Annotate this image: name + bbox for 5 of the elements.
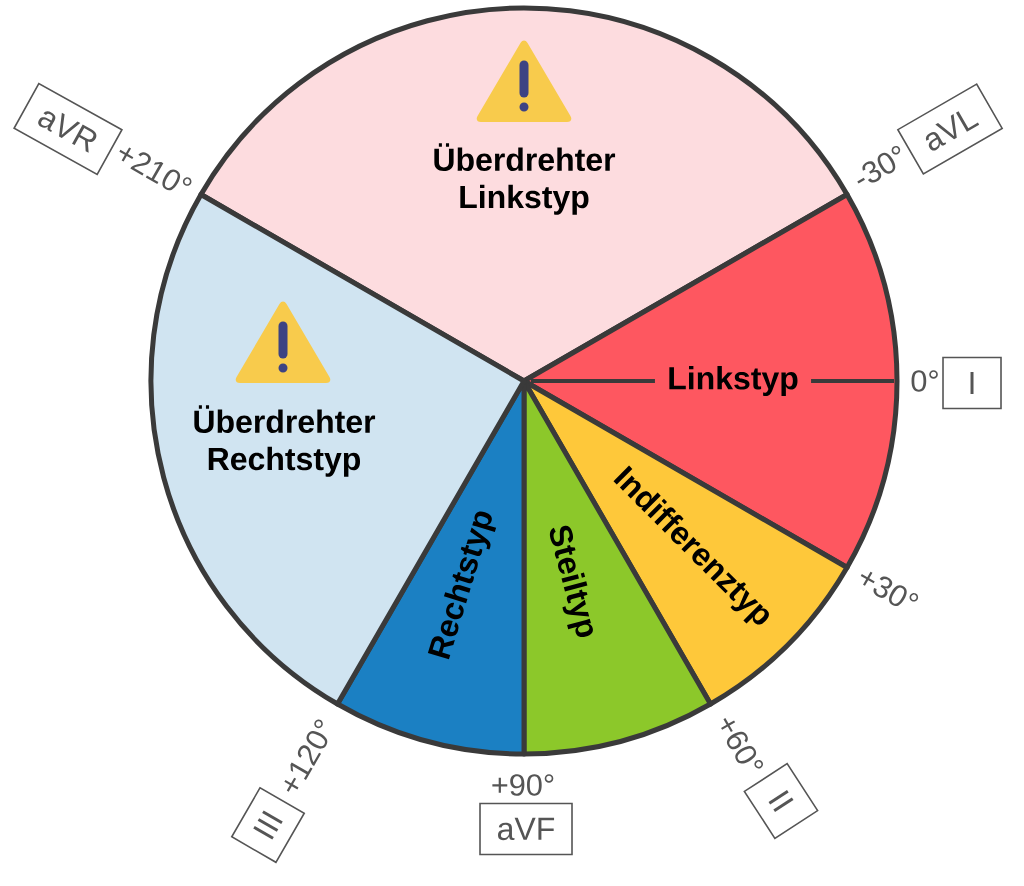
lead-box: I (942, 356, 1002, 410)
lead-box: aVF (479, 802, 573, 856)
angle-label: +30° (860, 571, 919, 607)
angle-label: 0° (911, 370, 938, 392)
angle-label: +90° (492, 774, 554, 796)
